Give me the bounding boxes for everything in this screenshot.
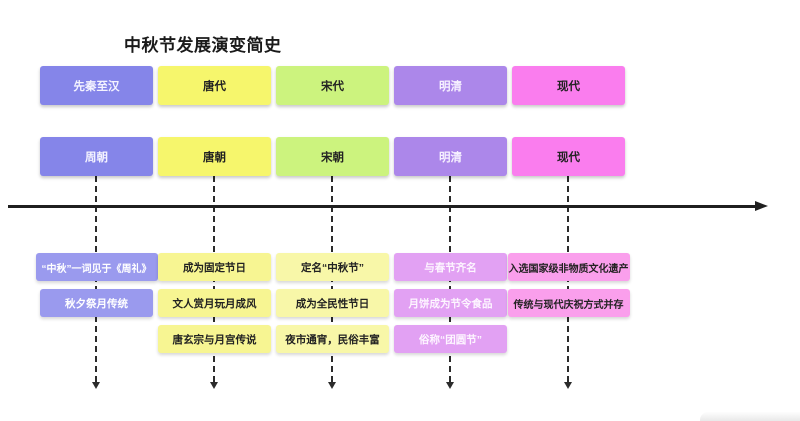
era-box-tang: 唐代 — [158, 66, 271, 105]
arrow-down-icon — [210, 382, 218, 389]
event-box: “中秋”一词见于《周礼》 — [35, 253, 158, 281]
event-box: 月饼成为节令食品 — [394, 289, 507, 317]
era-box-modern: 现代 — [512, 66, 625, 105]
event-box: 俗称“团圆节” — [394, 325, 507, 353]
era-row: 先秦至汉 唐代 宋代 明清 现代 — [40, 66, 625, 105]
event-box: 传统与现代庆祝方式并存 — [507, 289, 630, 317]
event-box: 夜市通宵，民俗丰富 — [276, 325, 389, 353]
event-box: 定名“中秋节” — [276, 253, 389, 281]
events-col-ming-qing: 与春节齐名 月饼成为节令食品 俗称“团圆节” — [394, 253, 507, 353]
events-col-song: 定名“中秋节” 成为全民性节日 夜市通宵，民俗丰富 — [276, 253, 389, 353]
events-col-tang: 成为固定节日 文人赏月玩月成风 唐玄宗与月宫传说 — [158, 253, 271, 353]
diagram-title: 中秋节发展演变简史 — [124, 36, 282, 55]
timeline-axis — [8, 201, 768, 212]
arrow-right-icon — [755, 201, 768, 211]
era-box-pre-qin-to-han: 先秦至汉 — [40, 66, 153, 105]
bottom-right-artifact — [700, 412, 800, 421]
period-box-ming-qing: 明清 — [394, 137, 507, 176]
period-box-tang: 唐朝 — [158, 137, 271, 176]
event-box: 成为全民性节日 — [276, 289, 389, 317]
arrow-down-icon — [328, 382, 336, 389]
era-box-song: 宋代 — [276, 66, 389, 105]
event-box: 秋夕祭月传统 — [40, 289, 153, 317]
axis-line — [8, 205, 755, 208]
events-area: “中秋”一词见于《周礼》 秋夕祭月传统 成为固定节日 文人赏月玩月成风 唐玄宗与… — [35, 253, 630, 353]
events-col-zhou: “中秋”一词见于《周礼》 秋夕祭月传统 — [35, 253, 158, 317]
event-box: 文人赏月玩月成风 — [158, 289, 271, 317]
arrow-down-icon — [446, 382, 454, 389]
arrow-down-icon — [92, 382, 100, 389]
event-box: 入选国家级非物质文化遗产 — [507, 253, 630, 281]
event-box: 与春节齐名 — [394, 253, 507, 281]
period-row: 周朝 唐朝 宋朝 明清 现代 — [40, 137, 625, 176]
era-box-ming-qing: 明清 — [394, 66, 507, 105]
event-box: 成为固定节日 — [158, 253, 271, 281]
period-box-zhou: 周朝 — [40, 137, 153, 176]
period-box-song: 宋朝 — [276, 137, 389, 176]
events-col-modern: 入选国家级非物质文化遗产 传统与现代庆祝方式并存 — [507, 253, 630, 317]
period-box-modern: 现代 — [512, 137, 625, 176]
arrow-down-icon — [564, 382, 572, 389]
event-box: 唐玄宗与月宫传说 — [158, 325, 271, 353]
